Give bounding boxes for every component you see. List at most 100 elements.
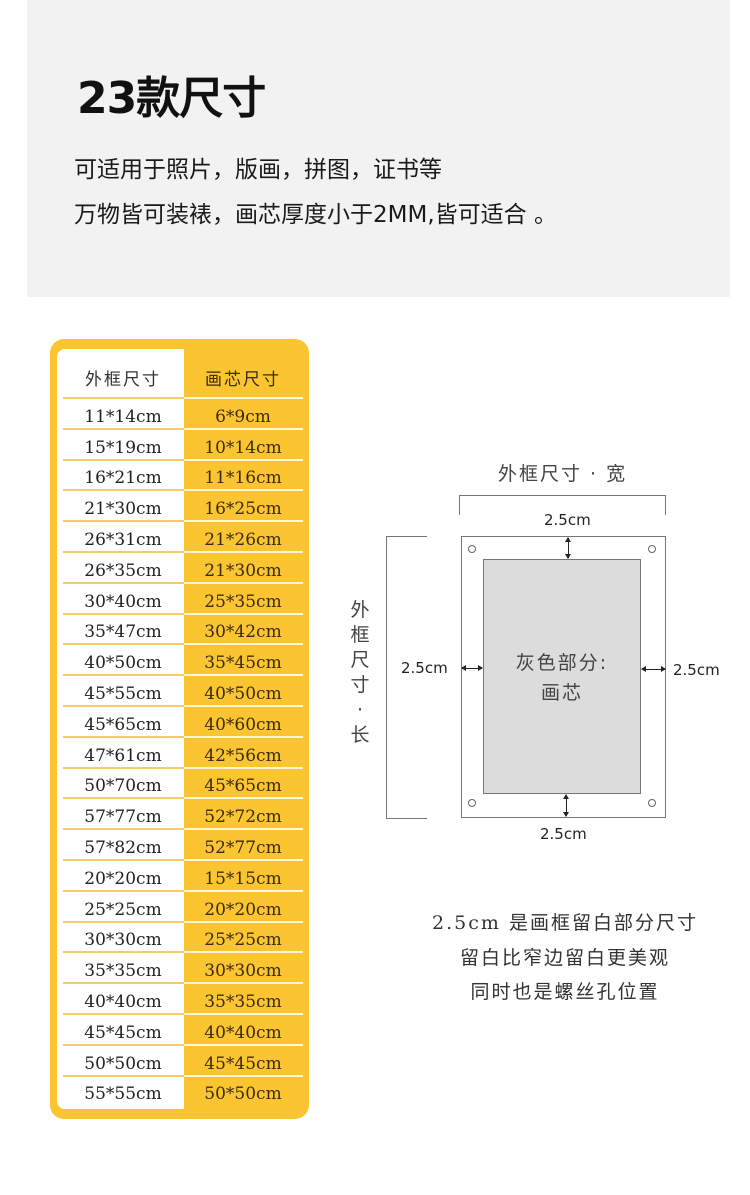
- inner-size-cell: 25*25cm: [204, 930, 282, 951]
- table-row: 47*61cm 42*56cm: [63, 738, 303, 769]
- inner-size-cell: 20*20cm: [204, 899, 282, 920]
- artwork-label-line-2: 画芯: [540, 682, 583, 704]
- outer-length-label: 外 框 尺 寸 · 长: [347, 598, 373, 748]
- length-label-char: 框: [350, 624, 370, 646]
- note-line-3: 同时也是螺丝孔位置: [470, 981, 660, 1003]
- table-row: 20*20cm 15*15cm: [63, 861, 303, 892]
- table-row: 11*14cm 6*9cm: [63, 399, 303, 430]
- margin-top-label: 2.5cm: [544, 511, 591, 529]
- artwork-area: [483, 559, 641, 794]
- inner-size-cell: 35*45cm: [204, 653, 282, 674]
- inner-size-cell: 11*16cm: [204, 468, 282, 489]
- inner-size-cell: 30*30cm: [204, 961, 282, 982]
- outer-size-cell: 40*50cm: [84, 653, 162, 674]
- length-bracket: [386, 536, 427, 819]
- table-row: 16*21cm 11*16cm: [63, 461, 303, 492]
- outer-size-cell: 40*40cm: [84, 991, 162, 1012]
- table-row: 55*55cm 50*50cm: [63, 1077, 303, 1108]
- outer-size-cell: 15*19cm: [84, 437, 162, 458]
- margin-left-label: 2.5cm: [401, 659, 448, 677]
- page-title: 23款尺寸: [77, 73, 266, 124]
- length-label-char: 外: [350, 599, 370, 621]
- length-label-char: 长: [350, 724, 370, 746]
- outer-size-cell: 57*82cm: [84, 837, 162, 858]
- table-row: 26*31cm 21*26cm: [63, 522, 303, 553]
- inner-size-cell: 52*77cm: [204, 837, 282, 858]
- table-row: 40*40cm 35*35cm: [63, 984, 303, 1015]
- outer-width-label: 外框尺寸 · 宽: [498, 463, 628, 485]
- artwork-area-label: 灰色部分: 画芯: [483, 648, 641, 708]
- table-row: 35*47cm 30*42cm: [63, 615, 303, 646]
- table-row: 45*45cm 40*40cm: [63, 1015, 303, 1046]
- inner-size-cell: 45*45cm: [204, 1053, 282, 1074]
- outer-size-cell: 55*55cm: [84, 1084, 162, 1105]
- outer-size-cell: 11*14cm: [84, 406, 162, 427]
- artwork-label-line-1: 灰色部分:: [515, 652, 609, 674]
- table-row: 50*50cm 45*45cm: [63, 1046, 303, 1077]
- table-row: 26*35cm 21*30cm: [63, 553, 303, 584]
- inner-size-cell: 40*40cm: [204, 1022, 282, 1043]
- column-header-inner-size: 画芯尺寸: [205, 370, 281, 390]
- outer-size-cell: 30*40cm: [84, 591, 162, 612]
- inner-size-cell: 40*60cm: [204, 714, 282, 735]
- note-line-2: 留白比窄边留白更美观: [459, 947, 670, 969]
- margin-top-arrow-icon: [565, 537, 571, 559]
- table-row: 30*40cm 25*35cm: [63, 584, 303, 615]
- inner-size-cell: 16*25cm: [204, 499, 282, 520]
- length-label-char: 寸: [350, 674, 370, 696]
- outer-size-cell: 20*20cm: [84, 868, 162, 889]
- inner-size-cell: 15*15cm: [204, 868, 282, 889]
- outer-size-cell: 30*30cm: [84, 930, 162, 951]
- outer-size-cell: 50*70cm: [84, 776, 162, 797]
- outer-size-cell: 35*35cm: [84, 961, 162, 982]
- inner-size-cell: 30*42cm: [204, 622, 282, 643]
- inner-size-cell: 52*72cm: [204, 807, 282, 828]
- outer-size-cell: 57*77cm: [84, 807, 162, 828]
- screw-hole-icon: [648, 799, 656, 807]
- size-table: 外框尺寸 画芯尺寸 11*14cm 6*9cm 15*19cm 10*14cm 16…: [63, 349, 303, 1107]
- inner-size-cell: 42*56cm: [204, 745, 282, 766]
- screw-hole-icon: [468, 799, 476, 807]
- table-row: 35*35cm 30*30cm: [63, 953, 303, 984]
- inner-size-cell: 45*65cm: [204, 776, 282, 797]
- margin-left-arrow-icon: [461, 665, 483, 671]
- outer-size-cell: 47*61cm: [84, 745, 162, 766]
- table-row: 57*82cm 52*77cm: [63, 830, 303, 861]
- screw-hole-icon: [648, 545, 656, 553]
- outer-size-cell: 26*35cm: [84, 560, 162, 581]
- inner-size-cell: 21*26cm: [204, 529, 282, 550]
- margin-bottom-arrow-icon: [563, 794, 569, 817]
- inner-size-cell: 50*50cm: [204, 1084, 282, 1105]
- inner-size-cell: 10*14cm: [204, 437, 282, 458]
- screw-hole-icon: [468, 545, 476, 553]
- inner-size-cell: 21*30cm: [204, 560, 282, 581]
- outer-size-cell: 35*47cm: [84, 622, 162, 643]
- outer-size-cell: 45*45cm: [84, 1022, 162, 1043]
- outer-size-cell: 16*21cm: [84, 468, 162, 489]
- table-row: 15*19cm 10*14cm: [63, 430, 303, 461]
- inner-size-cell: 40*50cm: [204, 683, 282, 704]
- table-row: 45*55cm 40*50cm: [63, 676, 303, 707]
- outer-size-cell: 50*50cm: [84, 1053, 162, 1074]
- width-bracket: [459, 495, 666, 515]
- length-label-char: ·: [356, 699, 364, 721]
- margin-right-label: 2.5cm: [673, 661, 720, 679]
- outer-size-cell: 26*31cm: [84, 529, 162, 550]
- outer-size-cell: 45*55cm: [84, 683, 162, 704]
- table-row: 57*77cm 52*72cm: [63, 799, 303, 830]
- header-panel: 23款尺寸 可适用于照片，版画，拼图，证书等 万物皆可装裱，画芯厚度小于2MM,…: [27, 0, 730, 297]
- table-row: 50*70cm 45*65cm: [63, 769, 303, 800]
- table-row: 30*30cm 25*25cm: [63, 923, 303, 954]
- inner-size-cell: 35*35cm: [204, 991, 282, 1012]
- inner-size-cell: 25*35cm: [204, 591, 282, 612]
- margin-bottom-label: 2.5cm: [540, 825, 587, 843]
- table-header-row: 外框尺寸 画芯尺寸: [63, 349, 303, 399]
- length-label-char: 尺: [350, 649, 370, 671]
- inner-size-cell: 6*9cm: [215, 406, 271, 427]
- column-header-outer-size: 外框尺寸: [85, 370, 161, 390]
- note-line-1: 2.5cm 是画框留白部分尺寸: [432, 912, 698, 934]
